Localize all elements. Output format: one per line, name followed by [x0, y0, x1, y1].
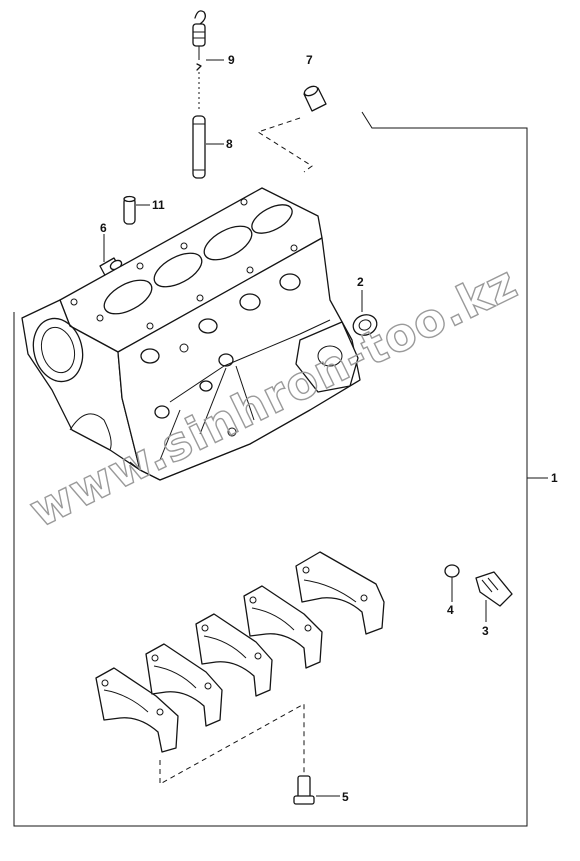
bearing-cap-2 — [145, 643, 223, 727]
bearing-cap-3 — [195, 613, 273, 697]
callout-5: 5 — [342, 790, 349, 804]
bearing-cap-4 — [243, 585, 323, 669]
bearing-caps — [95, 551, 385, 753]
part-4-cap — [444, 564, 460, 578]
callout-labels: 9 7 8 11 6 2 1 4 3 5 — [100, 53, 558, 804]
callout-2: 2 — [357, 275, 364, 289]
callout-8: 9 — [228, 53, 235, 67]
part-8-dipstick-handle — [192, 10, 206, 110]
callout-1: 1 — [551, 471, 558, 485]
part-11-dowel-pin — [123, 195, 136, 225]
callout-3: 3 — [482, 624, 489, 638]
bearing-cap-5 — [295, 551, 385, 635]
assembly-bracket — [13, 111, 548, 827]
part-3-sensor — [475, 571, 513, 607]
part-5-bearing-cap-bolt — [293, 775, 315, 805]
bearing-cap-1 — [95, 667, 179, 753]
cylinder-block — [21, 187, 361, 481]
callout-6: 6 — [100, 221, 107, 235]
callout-leaders — [103, 59, 487, 797]
part-2-oil-seal — [352, 314, 378, 336]
callout-4: 4 — [447, 603, 454, 617]
part-7-sleeve — [256, 85, 327, 173]
part-9-dipstick-tube — [192, 115, 206, 179]
callout-9: 8 — [226, 137, 233, 151]
callout-7: 7 — [306, 53, 313, 67]
callout-11: 11 — [152, 198, 165, 212]
